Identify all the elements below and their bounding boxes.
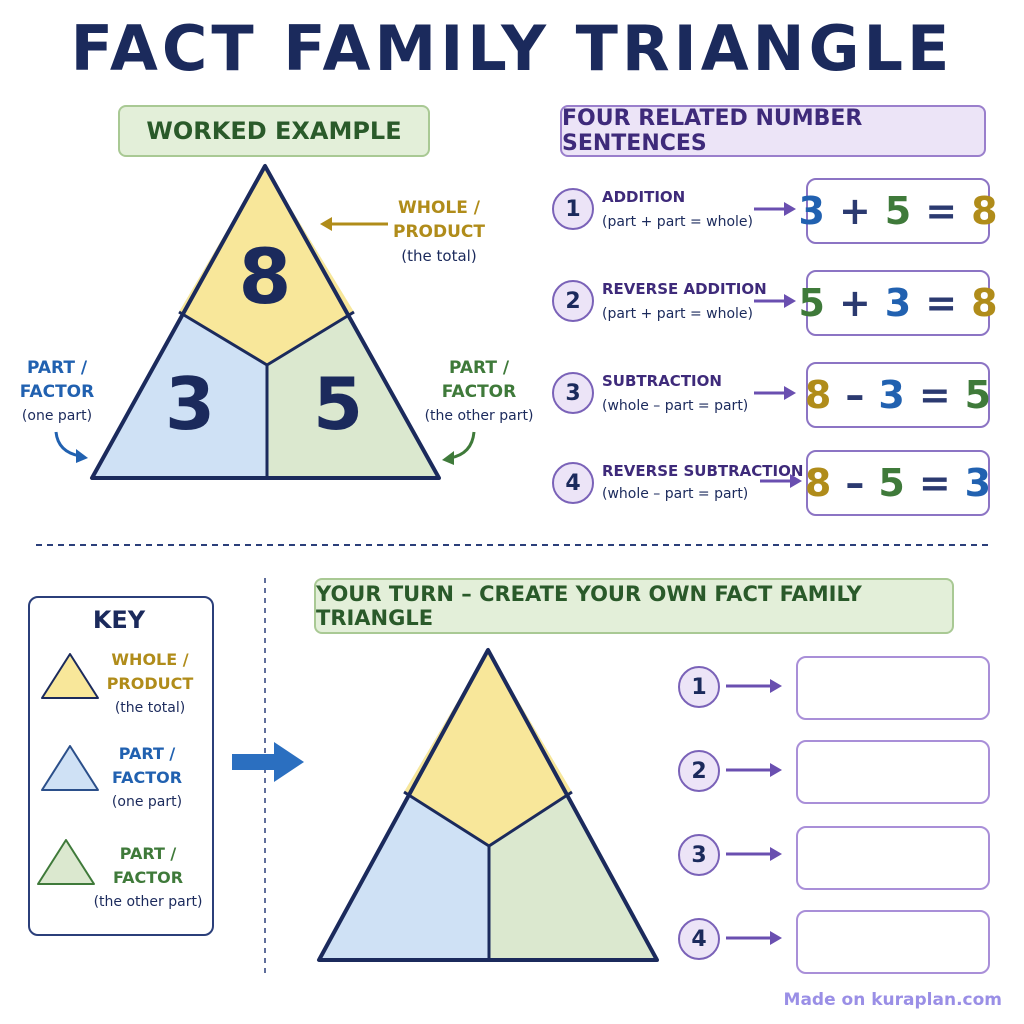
sentence-number: 3 — [552, 372, 594, 414]
sentence-name: ADDITION — [602, 188, 686, 206]
blank-row-number: 2 — [678, 750, 720, 792]
sentence-description: (part + part = whole) — [602, 214, 753, 230]
blank-fact-triangle[interactable] — [312, 644, 666, 966]
answer-box[interactable] — [796, 826, 990, 890]
key-whole-label: WHOLE / PRODUCT (the total) — [106, 650, 194, 716]
part-right-value: 5 — [312, 362, 364, 446]
whole-value: 8 — [238, 232, 292, 321]
page-title: FACT FAMILY TRIANGLE — [70, 12, 954, 85]
sentence-description: (whole – part = part) — [602, 486, 749, 502]
sentence-description: (part + part = whole) — [602, 306, 753, 322]
arrow-right-icon — [760, 474, 802, 488]
arrow-right-icon — [232, 742, 304, 782]
sentence-name: SUBTRACTION — [602, 372, 722, 390]
answer-box[interactable] — [796, 656, 990, 720]
watermark: Made on kuraplan.com — [783, 990, 1002, 1010]
equation-box: 5+3=8 — [798, 270, 998, 336]
worked-example-triangle — [90, 164, 441, 480]
key-panel — [28, 596, 214, 936]
whole-triangle-icon — [41, 653, 99, 699]
blank-row-number: 1 — [678, 666, 720, 708]
sentence-number: 2 — [552, 280, 594, 322]
arrow-right-icon — [754, 202, 796, 216]
part-left-value: 3 — [164, 362, 216, 446]
key-part-other-label: PART / FACTOR (the other part) — [93, 844, 203, 910]
blank-row-number: 3 — [678, 834, 720, 876]
your-turn-heading: YOUR TURN – CREATE YOUR OWN FACT FAMILY … — [314, 578, 954, 634]
key-heading: KEY — [92, 606, 146, 634]
answer-box[interactable] — [796, 910, 990, 974]
section-divider — [36, 544, 992, 546]
part-other-triangle-icon — [37, 839, 95, 885]
sentence-number: 1 — [552, 188, 594, 230]
answer-box[interactable] — [796, 740, 990, 804]
sentence-number: 4 — [552, 462, 594, 504]
part-one-triangle-icon — [41, 745, 99, 791]
arrow-right-icon — [726, 931, 782, 945]
sentence-name: REVERSE ADDITION — [602, 280, 767, 298]
equation-box: 8–3=5 — [805, 362, 991, 428]
whole-arrow-icon — [320, 217, 388, 231]
vertical-divider — [264, 578, 266, 974]
arrow-right-icon — [726, 679, 782, 693]
sentence-name: REVERSE SUBTRACTION — [602, 462, 804, 480]
arrow-right-icon — [726, 763, 782, 777]
worked-example-heading: WORKED EXAMPLE — [118, 105, 430, 157]
key-part-one-label: PART / FACTOR (one part) — [111, 744, 183, 810]
blank-whole-region — [404, 650, 572, 846]
blank-row-number: 4 — [678, 918, 720, 960]
sentence-description: (whole – part = part) — [602, 398, 749, 414]
equation-box: 3+5=8 — [798, 178, 998, 244]
sentences-heading: FOUR RELATED NUMBER SENTENCES — [560, 105, 986, 157]
arrow-right-icon — [754, 294, 796, 308]
equation-box: 8–5=3 — [805, 450, 991, 516]
arrow-right-icon — [726, 847, 782, 861]
part-right-arrow-icon — [442, 431, 476, 465]
whole-label: WHOLE / PRODUCT (the total) — [393, 198, 485, 265]
whole-region — [179, 166, 354, 365]
part-right-label: PART / FACTOR (the other part) — [424, 358, 534, 424]
arrow-right-icon — [754, 386, 796, 400]
part-left-arrow-icon — [54, 431, 88, 463]
part-left-label: PART / FACTOR (one part) — [19, 358, 95, 424]
